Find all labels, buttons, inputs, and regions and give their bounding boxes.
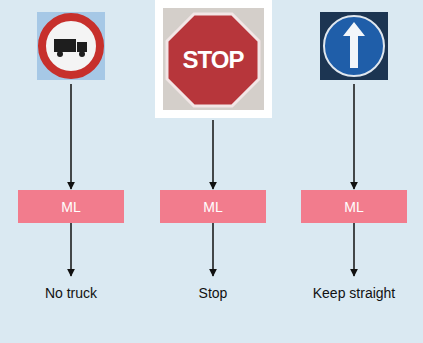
keep-straight-sign (320, 12, 388, 80)
process-box: ML (18, 190, 124, 223)
stop-sign (155, 0, 272, 118)
output-label: No truck (45, 285, 97, 301)
box-label: ML (61, 199, 80, 215)
no-truck-sign (37, 12, 105, 80)
output-label: Stop (199, 285, 228, 301)
box-label: ML (344, 199, 363, 215)
process-box: ML (160, 190, 266, 223)
process-box: ML (301, 190, 407, 223)
sign-text: STOP (183, 46, 244, 74)
output-label: Keep straight (313, 285, 396, 301)
box-label: ML (203, 199, 222, 215)
arrows (71, 84, 354, 276)
